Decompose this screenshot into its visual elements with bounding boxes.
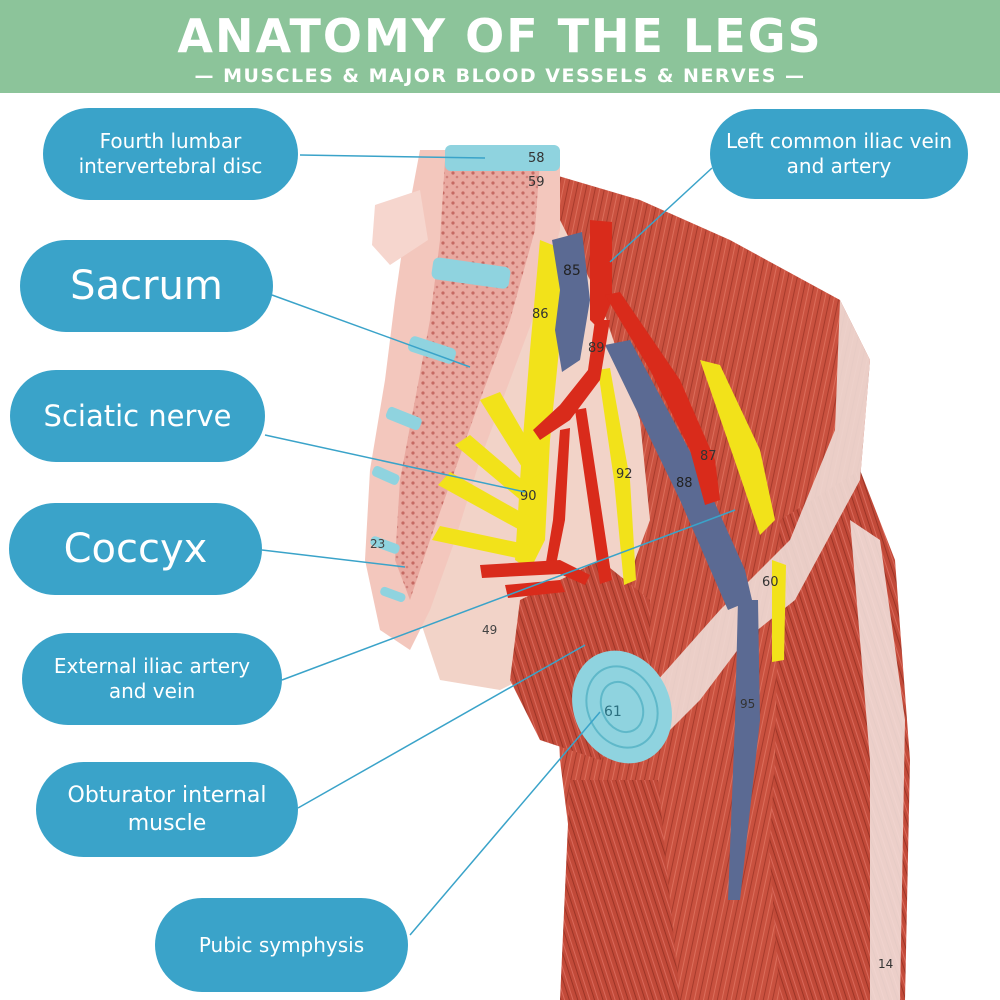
model-number-23: 23 — [370, 537, 385, 551]
coccyx-disc-2 — [380, 586, 406, 603]
sacral-plexus-branch-3 — [438, 472, 535, 534]
page-title: ANATOMY OF THE LEGS — [177, 9, 823, 63]
artery-branch-2 — [545, 428, 570, 570]
leader-fourth-lumbar — [299, 154, 486, 159]
pubic-symphysis-disc — [572, 650, 672, 764]
label-fourth-lumbar-disc: Fourth lumbar intervertebral disc — [43, 108, 298, 200]
leader-left-common-iliac — [609, 167, 713, 263]
obturator-nerve — [598, 368, 636, 585]
model-number-92: 92 — [616, 467, 633, 482]
sacral-plexus-branch-1 — [480, 392, 545, 480]
model-number-89: 89 — [588, 341, 605, 356]
common-iliac-vein — [552, 232, 590, 372]
model-number-90: 90 — [520, 489, 537, 504]
common-iliac-artery — [590, 220, 612, 330]
model-number-85: 85 — [563, 263, 581, 279]
femoral-vein — [728, 600, 760, 900]
lumbar-process — [372, 190, 428, 265]
anatomy-model-illustration: 58 59 85 86 87 88 89 90 92 60 61 23 49 9… — [365, 145, 910, 1000]
header-banner: ANATOMY OF THE LEGS — MUSCLES & MAJOR BL… — [0, 0, 1000, 93]
model-number-60: 60 — [762, 575, 779, 590]
iliotibial-band — [850, 520, 905, 1000]
model-number-86: 86 — [532, 307, 549, 322]
coccyx-disc — [370, 536, 400, 554]
model-number-49: 49 — [482, 623, 497, 637]
leader-pubic-symphysis — [409, 711, 601, 936]
sacral-plexus-branch-4 — [432, 526, 530, 560]
label-left-common-iliac: Left common iliac vein and artery — [710, 109, 968, 199]
model-number-14: 14 — [878, 957, 893, 971]
model-number-58: 58 — [528, 151, 545, 166]
label-external-iliac: External iliac artery and vein — [22, 633, 282, 725]
sacral-plexus-branch-2 — [455, 435, 540, 508]
sacral-disc-3 — [385, 406, 422, 431]
leader-external-iliac — [281, 509, 736, 681]
label-sciatic-nerve: Sciatic nerve — [10, 370, 265, 462]
label-coccyx: Coccyx — [9, 503, 262, 595]
leader-coccyx — [261, 549, 406, 568]
label-sacrum: Sacrum — [20, 240, 273, 332]
pubic-symphysis-ring-2 — [599, 680, 645, 734]
leader-obturator — [297, 644, 586, 809]
sacral-disc-4 — [372, 466, 400, 485]
artery-branch-4 — [505, 580, 565, 598]
label-pubic-symphysis: Pubic symphysis — [155, 898, 408, 992]
sacral-disc-1 — [431, 257, 511, 289]
external-iliac-artery — [605, 292, 720, 505]
leader-sacrum — [271, 294, 471, 368]
page-subtitle: — MUSCLES & MAJOR BLOOD VESSELS & NERVES… — [194, 65, 806, 87]
fourth-lumbar-disc — [445, 145, 560, 171]
external-iliac-vein — [605, 340, 752, 610]
model-number-95: 95 — [740, 697, 755, 711]
artery-branch-1 — [575, 408, 612, 584]
femoral-nerve — [700, 360, 775, 535]
leader-sciatic-nerve — [264, 434, 526, 493]
model-number-61: 61 — [604, 704, 622, 720]
femoral-nerve-distal — [772, 560, 786, 662]
model-number-87: 87 — [700, 449, 717, 464]
internal-iliac-artery — [533, 320, 610, 440]
label-obturator-internal-muscle: Obturator internal muscle — [36, 762, 298, 857]
artery-branch-3 — [480, 560, 590, 585]
model-number-88: 88 — [676, 476, 693, 491]
model-number-59: 59 — [528, 175, 545, 190]
